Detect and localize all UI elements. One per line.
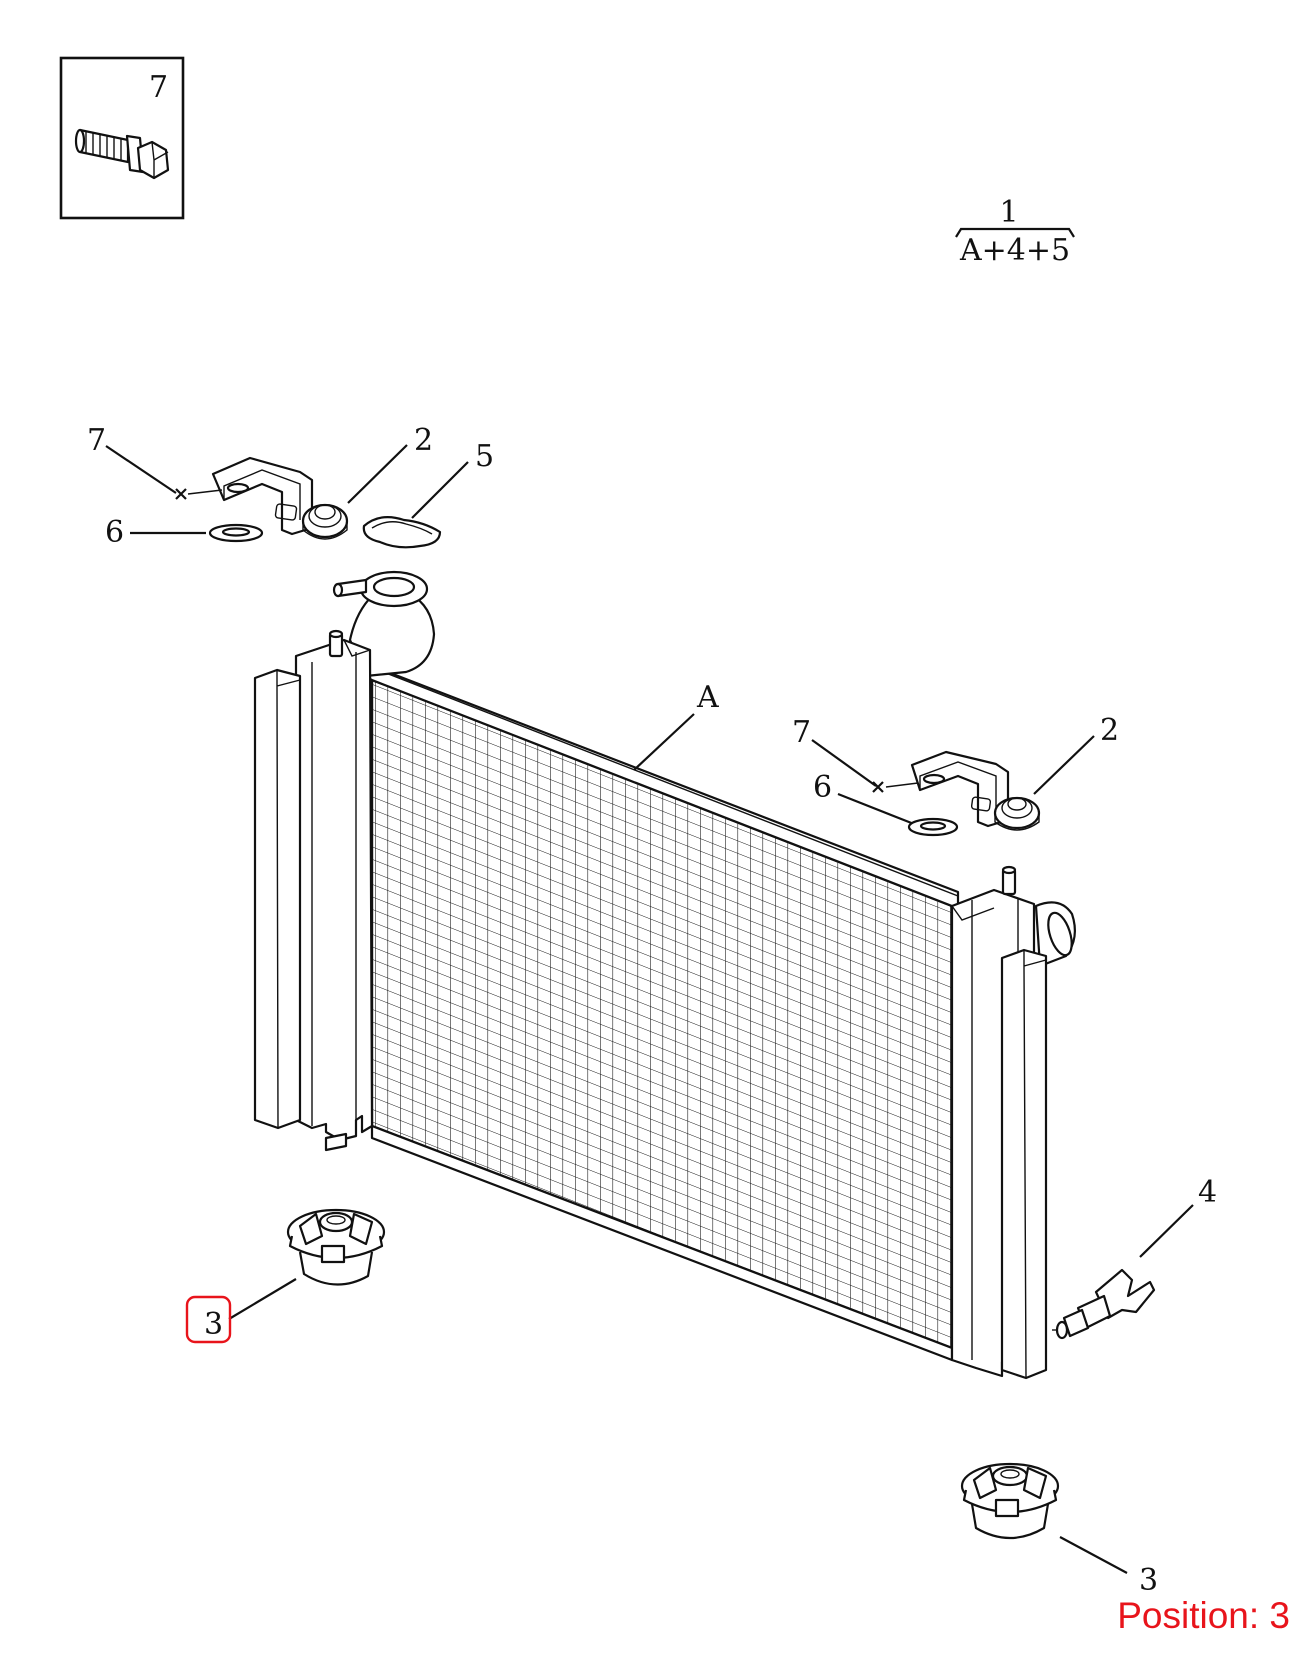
mounting-bracket-icon-right [885,750,1010,828]
drain-plug-icon [1052,1268,1156,1340]
upper-left-bracket-group: 7 2 5 6 [87,423,494,550]
assembly-label: 1 A+4+5 [955,195,1075,268]
inset-bolt-box: 7 [59,56,185,220]
washer-icon [208,523,264,543]
radiator-left-tank [253,570,436,1152]
drain-plug-group: 4 [1052,1175,1217,1340]
rubber-mount-right-group: 3 [960,1462,1158,1598]
callout-2-right: 2 [1100,713,1119,748]
callout-A: A [696,680,719,715]
radiator-right-tank [950,865,1077,1380]
assembly-number: 1 [999,195,1018,230]
gasket-icon [362,515,442,549]
grommet-icon [301,503,349,540]
callout-6-right: 6 [813,770,832,805]
callout-3-right: 3 [1139,1563,1158,1598]
mounting-bracket-icon [187,456,314,536]
bolt-position-mark-right [872,781,884,793]
callout-A-group: A [633,680,719,771]
callout-3-left: 3 [204,1307,223,1342]
assembly-composition: A+4+5 [959,233,1070,268]
callout-4: 4 [1198,1175,1217,1210]
bolt-position-mark [175,488,187,500]
position-indicator: Position: 3 [1117,1595,1290,1636]
radiator-core [354,664,960,1362]
callout-7-right: 7 [792,715,811,750]
callout-5: 5 [475,439,494,474]
washer-icon-right [907,817,959,837]
assembly-bracket [955,227,1075,238]
inset-label: 7 [149,70,168,105]
rubber-mount-icon-right [960,1462,1060,1539]
callout-6-left: 6 [105,515,124,550]
right-bracket-group: 7 2 6 [792,713,1119,837]
callout-2-left: 2 [414,423,433,458]
rubber-mount-icon [286,1208,386,1286]
grommet-icon-right [993,796,1041,831]
callout-7-left: 7 [87,423,106,458]
selected-position-highlight[interactable] [185,1295,232,1344]
rubber-mount-left-group: 3 [185,1208,386,1344]
bolt-icon [74,128,170,180]
